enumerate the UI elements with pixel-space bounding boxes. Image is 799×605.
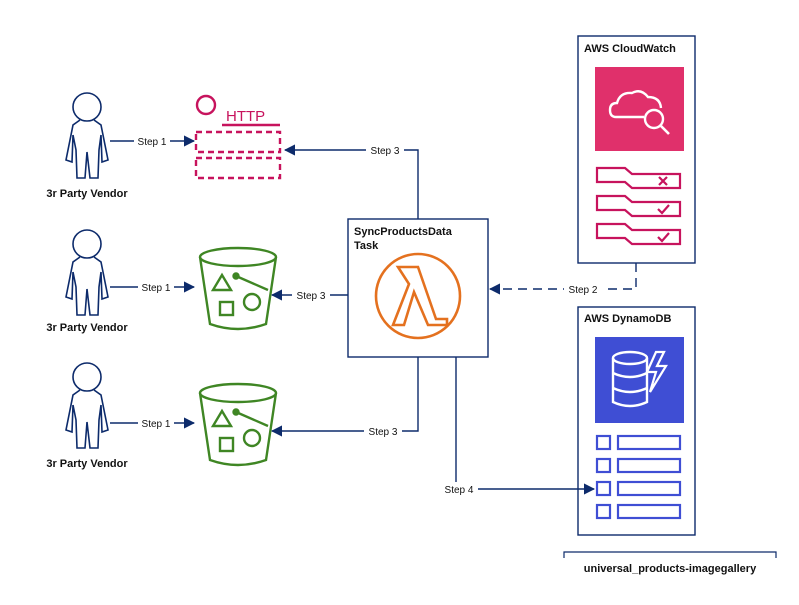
edge-lambda-http <box>283 144 419 219</box>
lambda-icon <box>374 252 462 340</box>
edge-label-lambda-dynamodb: Step 4 <box>445 485 474 496</box>
edge-labels: Step 1 Step 1 Step 1 Step 3 Step 3 Step … <box>134 134 602 496</box>
edge-label-v2-bucket1: Step 1 <box>142 283 171 294</box>
cloudwatch-icon <box>595 67 684 151</box>
lambda-task: SyncProductsData Task <box>347 218 489 358</box>
log-entries-icon <box>595 166 682 246</box>
edge-label-lambda-http: Step 3 <box>371 146 400 157</box>
s3-bucket-2 <box>198 382 278 467</box>
http-label: HTTP <box>226 108 265 125</box>
person-icon <box>65 92 109 179</box>
s3-bucket-icon <box>198 246 278 331</box>
edge-label-v3-bucket2: Step 1 <box>142 419 171 430</box>
http-endpoint-icon <box>194 94 282 180</box>
s3-bucket-icon <box>198 382 278 467</box>
vendor-label: 3r Party Vendor <box>46 188 128 200</box>
vendor-label: 3r Party Vendor <box>46 322 128 334</box>
edge-label-lambda-bucket2: Step 3 <box>369 427 398 438</box>
edge-label-v1-http: Step 1 <box>138 137 167 148</box>
vendor-3: 3r Party Vendor <box>46 362 128 470</box>
edge-label-lambda-bucket1: Step 3 <box>297 291 326 302</box>
person-icon <box>65 229 109 316</box>
table-name-bracket <box>563 551 777 558</box>
vendor-1: 3r Party Vendor <box>46 92 128 200</box>
edge-lambda-dynamodb <box>455 357 596 495</box>
dynamodb-title: AWS DynamoDB <box>584 313 671 325</box>
edge-label-cloudwatch-lambda: Step 2 <box>569 285 598 296</box>
cloudwatch-title: AWS CloudWatch <box>584 43 676 55</box>
edge-cloudwatch-lambda <box>488 263 637 295</box>
table-rows-icon <box>595 434 682 520</box>
lambda-task-frame <box>347 218 489 358</box>
http-endpoint: HTTP <box>194 94 282 180</box>
dynamodb-icon <box>595 337 684 423</box>
lambda-task-title-line1: SyncProductsData <box>354 226 453 238</box>
s3-bucket-1 <box>198 246 278 331</box>
edge-lambda-bucket2 <box>270 357 419 437</box>
person-icon <box>65 362 109 449</box>
lambda-task-title-line2: Task <box>354 240 379 252</box>
cloudwatch-group: AWS CloudWatch <box>577 35 696 264</box>
dynamodb-group: AWS DynamoDB universal_products-imagegal… <box>563 306 777 575</box>
vendor-label: 3r Party Vendor <box>46 458 128 470</box>
vendor-2: 3r Party Vendor <box>46 229 128 334</box>
dynamodb-table-name: universal_products-imagegallery <box>584 563 757 575</box>
